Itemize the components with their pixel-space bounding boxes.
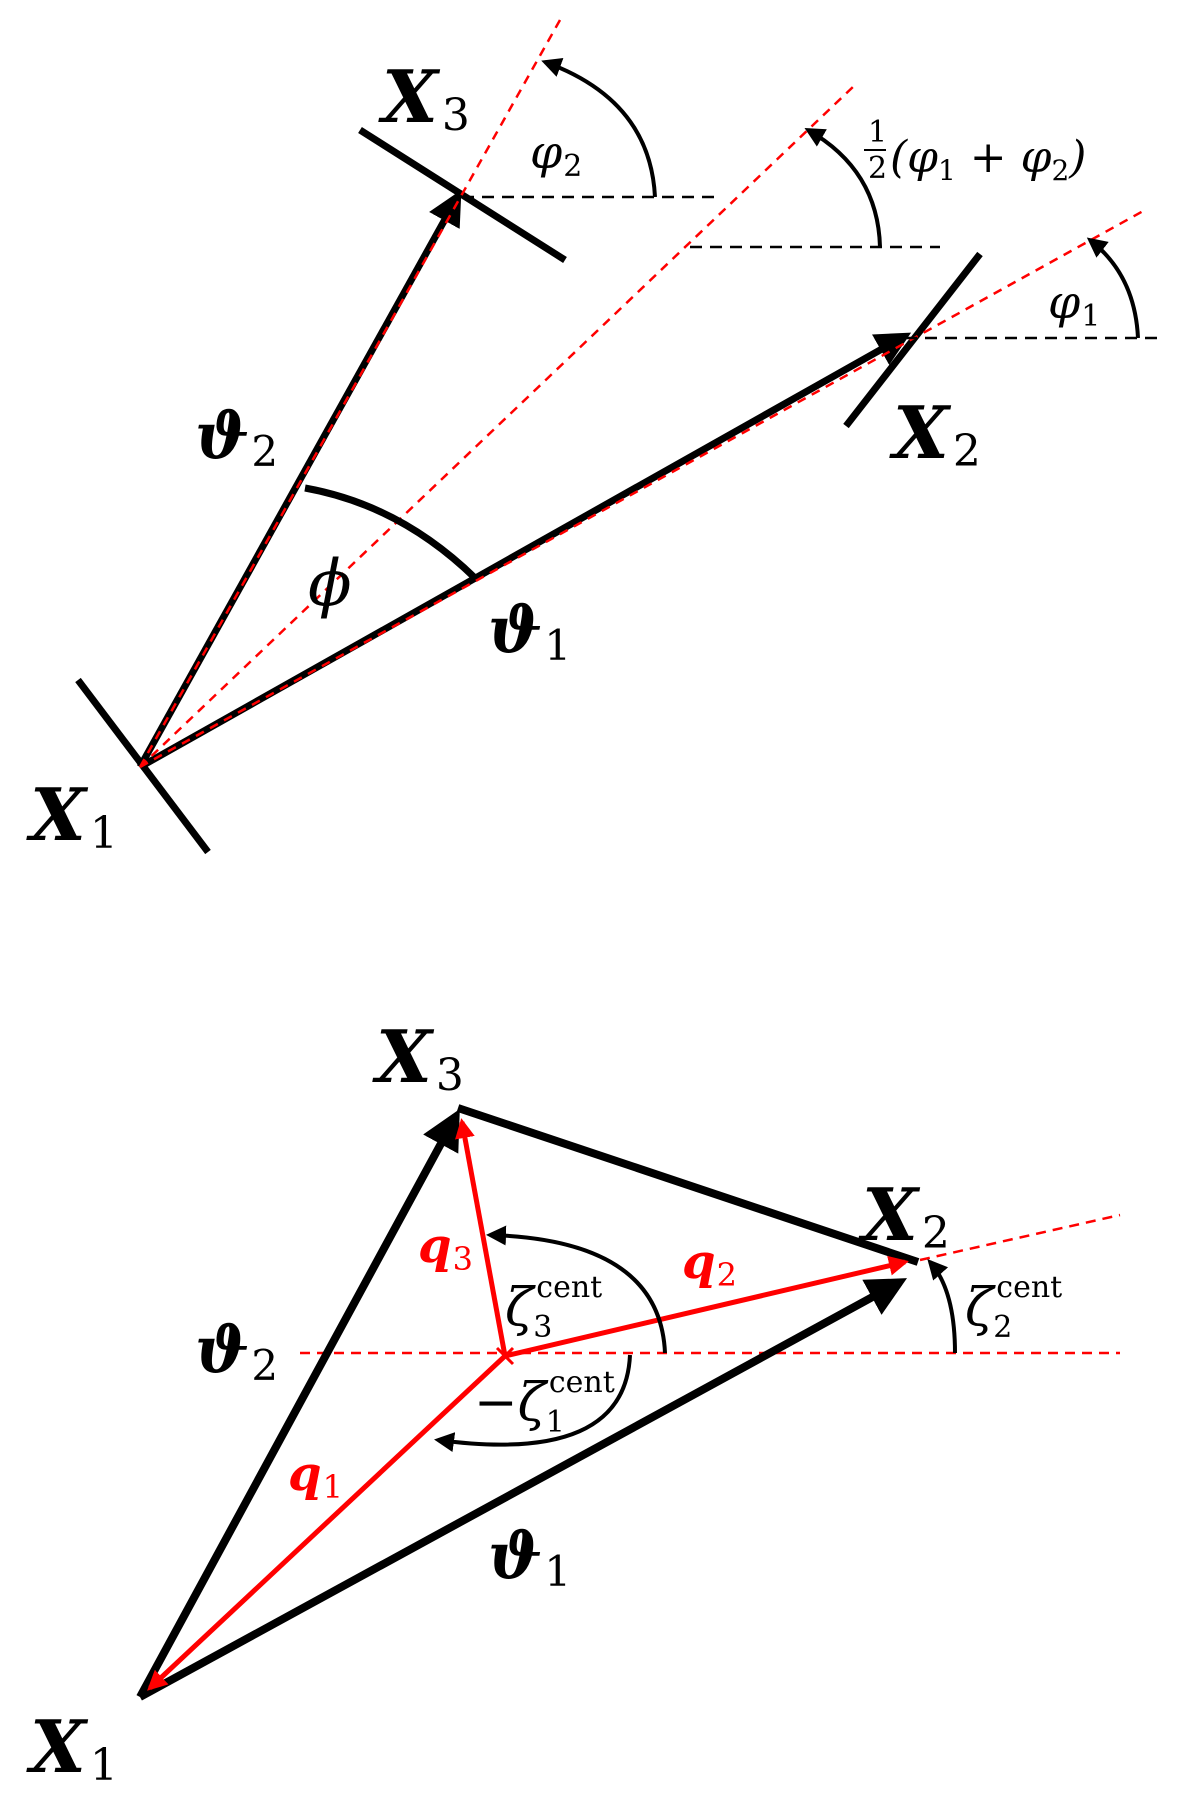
theta1-red-dashed bbox=[139, 208, 1146, 769]
svg-text:(φ1 + φ2): (φ1 + φ2) bbox=[890, 132, 1086, 187]
zeta2-label: ζ2cent bbox=[965, 1270, 1062, 1345]
bottom-x3-label: X3 bbox=[372, 1014, 464, 1101]
q3-label: q3 bbox=[418, 1218, 473, 1278]
zeta3-label: ζ3cent bbox=[505, 1270, 602, 1345]
bottom-x2-label: X2 bbox=[858, 1172, 950, 1259]
top-x3-label: X3 bbox=[378, 54, 470, 141]
half-arc bbox=[804, 128, 882, 248]
q1-vector bbox=[147, 1354, 507, 1691]
bisector-red-dashed bbox=[139, 84, 856, 768]
half-sum-label: 1 2 (φ1 + φ2) bbox=[864, 115, 1086, 187]
top-phi-label: ϕ bbox=[308, 547, 352, 621]
bottom-x1-label: X1 bbox=[26, 1704, 118, 1791]
q2-vector bbox=[504, 1255, 909, 1359]
theta1-edge bbox=[138, 1278, 908, 1701]
bottom-theta2-label: ϑ2 bbox=[195, 1313, 278, 1390]
top-x1-label: X1 bbox=[26, 772, 118, 859]
zeta3-arc bbox=[486, 1225, 667, 1354]
zeta1-arc bbox=[434, 1354, 632, 1453]
svg-text:1: 1 bbox=[868, 115, 887, 150]
bottom-diagram: X3 X2 X1 ϑ2 ϑ1 q3 q2 q1 ζ3cent ζ2cent −ζ… bbox=[26, 1014, 1121, 1791]
phi-arc bbox=[304, 484, 478, 581]
top-x2-label: X2 bbox=[889, 390, 981, 477]
varphi2-arc bbox=[541, 58, 657, 198]
centroid-marker bbox=[495, 1346, 515, 1366]
top-varphi2-label: φ2 bbox=[530, 125, 582, 184]
zeta1-label: −ζ1cent bbox=[474, 1365, 615, 1440]
q1-label: q1 bbox=[288, 1446, 343, 1506]
svg-text:2: 2 bbox=[868, 151, 887, 186]
theta2-vector bbox=[136, 189, 462, 769]
varphi1-arc bbox=[1086, 237, 1140, 339]
theta2-edge bbox=[136, 1108, 460, 1699]
q2-label: q2 bbox=[682, 1234, 737, 1294]
edge-x3-x2 bbox=[456, 1104, 920, 1266]
top-theta2-label: ϑ2 bbox=[195, 399, 278, 476]
top-theta1-label: ϑ1 bbox=[488, 593, 571, 670]
top-diagram: X3 X2 X1 ϑ2 ϑ1 ϕ φ2 φ1 1 2 (φ1 + φ2) bbox=[26, 19, 1165, 859]
top-varphi1-label: φ1 bbox=[1048, 275, 1100, 334]
zeta2-arc bbox=[927, 1259, 957, 1354]
q3-vector bbox=[455, 1118, 508, 1357]
bottom-theta1-label: ϑ1 bbox=[488, 1519, 571, 1596]
q2-extension bbox=[919, 1213, 1121, 1262]
